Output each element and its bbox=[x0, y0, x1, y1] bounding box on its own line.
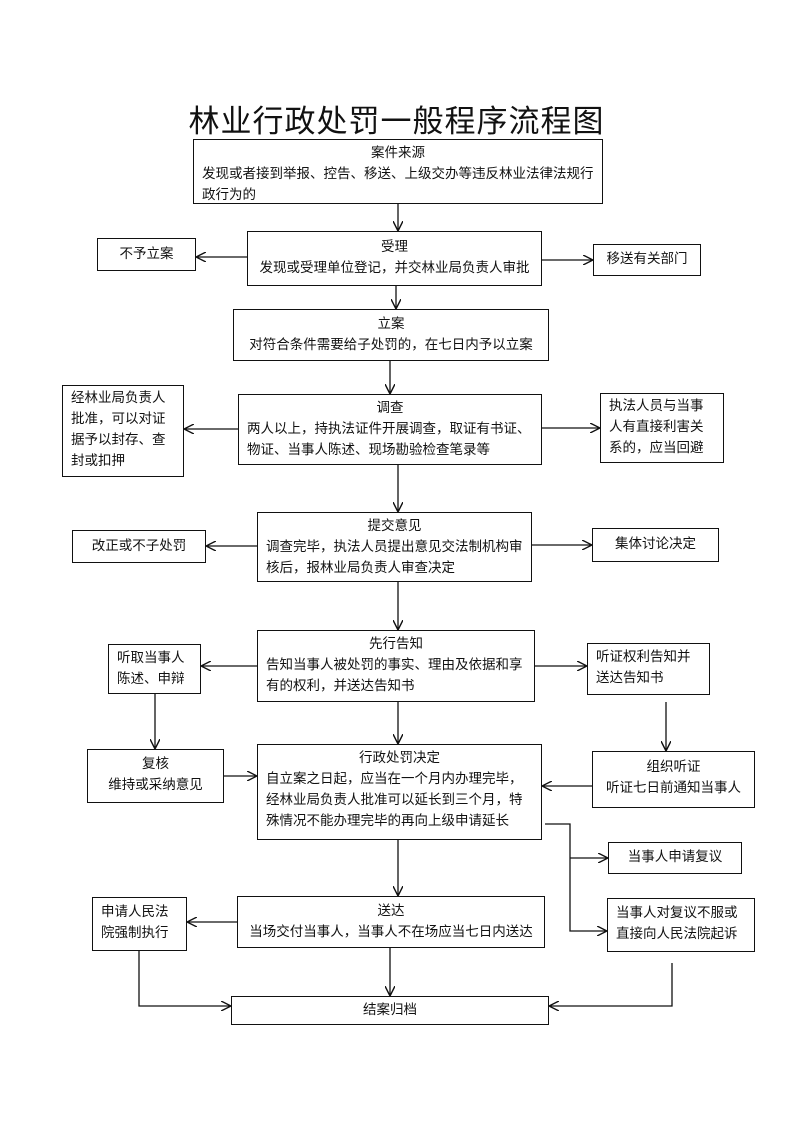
node-prior-notice-heading: 先行告知 bbox=[369, 636, 423, 652]
node-hearing-notice: 听证权利告知并送达告知书 bbox=[587, 643, 710, 695]
diagram-title: 林业行政处罚一般程序流程图 bbox=[188, 104, 605, 140]
node-case-source-body: 发现或者接到举报、控告、移送、上级交办等违反林业法律法规行政行为的 bbox=[202, 166, 594, 203]
node-hear-party-label: 听取当事人陈述、申辩 bbox=[117, 650, 185, 687]
node-penalty-decision-body: 自立案之日起，应当在一个月内办理完毕，经林业局负责人批准可以延长到三个月，特殊情… bbox=[266, 771, 523, 829]
node-penalty-decision-heading: 行政处罚决定 bbox=[359, 750, 440, 766]
node-deliver-body: 当场交付当事人，当事人不在场应当七日内送达 bbox=[249, 924, 533, 940]
node-investigate-body: 两人以上，持执法证件开展调查，取证有书证、物证、当事人陈述、现场勘验检查笔录等 bbox=[247, 421, 531, 458]
node-submit-opinion: 提交意见 调查完毕，执法人员提出意见交法制机构审核后，报林业局负责人审查决定 bbox=[257, 512, 532, 582]
node-sue-label: 当事人对复议不服或直接向人民法院起诉 bbox=[616, 905, 738, 942]
node-submit-opinion-body: 调查完毕，执法人员提出意见交法制机构审核后，报林业局负责人审查决定 bbox=[266, 539, 523, 576]
node-submit-opinion-heading: 提交意见 bbox=[367, 518, 422, 534]
node-court-enforcement-label: 申请人民法院强制执行 bbox=[101, 904, 169, 941]
arrow-sue-to-archive bbox=[550, 963, 673, 1006]
node-seal-evidence-label: 经林业局负责人批准，可以对证据予以封存、查封或扣押 bbox=[71, 390, 166, 469]
node-register-heading: 立案 bbox=[377, 316, 405, 332]
node-collective-decision: 集体讨论决定 bbox=[592, 528, 719, 562]
node-organize-hearing-heading: 组织听证 bbox=[646, 759, 701, 775]
node-organize-hearing-body: 听证七日前通知当事人 bbox=[606, 780, 741, 796]
node-collective-label: 集体讨论决定 bbox=[615, 536, 696, 552]
node-investigate: 调查 两人以上，持执法证件开展调查，取证有书证、物证、当事人陈述、现场勘验检查笔… bbox=[238, 394, 542, 465]
node-case-source: 案件来源 发现或者接到举报、控告、移送、上级交办等违反林业法律法规行政行为的 bbox=[193, 139, 603, 204]
node-review: 复核 维持或采纳意见 bbox=[87, 749, 224, 803]
node-accept-body: 发现或受理单位登记，并交林业局负责人审批 bbox=[259, 260, 530, 276]
node-hear-party: 听取当事人陈述、申辩 bbox=[108, 644, 201, 694]
node-no-case-label: 不予立案 bbox=[119, 246, 174, 262]
node-transfer-label: 移送有关部门 bbox=[606, 251, 688, 267]
arrow-court-to-archive bbox=[138, 951, 230, 1006]
node-prior-notice-body: 告知当事人被处罚的事实、理由及依据和享有的权利，并送达告知书 bbox=[266, 657, 523, 694]
node-organize-hearing: 组织听证 听证七日前通知当事人 bbox=[592, 751, 755, 808]
node-register: 立案 对符合条件需要给子处罚的，在七日内予以立案 bbox=[233, 309, 549, 361]
node-apply-reconsideration-label: 当事人申请复议 bbox=[627, 849, 723, 865]
node-investigate-heading: 调查 bbox=[376, 400, 404, 416]
node-deliver: 送达 当场交付当事人，当事人不在场应当七日内送达 bbox=[237, 896, 545, 948]
node-archive: 结案归档 bbox=[231, 996, 549, 1025]
node-hearing-notice-label: 听证权利告知并送达告知书 bbox=[596, 649, 691, 686]
node-accept: 受理 发现或受理单位登记，并交林业局负责人审批 bbox=[247, 231, 542, 286]
node-correct-label: 改正或不子处罚 bbox=[91, 538, 187, 554]
node-sue: 当事人对复议不服或直接向人民法院起诉 bbox=[607, 898, 755, 952]
node-seal-evidence: 经林业局负责人批准，可以对证据予以封存、查封或扣押 bbox=[62, 385, 184, 477]
node-case-source-heading: 案件来源 bbox=[371, 145, 425, 161]
node-archive-label: 结案归档 bbox=[363, 1002, 417, 1018]
node-deliver-heading: 送达 bbox=[377, 903, 405, 919]
node-transfer-department: 移送有关部门 bbox=[593, 244, 701, 276]
node-accept-heading: 受理 bbox=[381, 239, 408, 255]
arrow-decision-to-reconsider-sue bbox=[545, 823, 606, 931]
node-no-case: 不予立案 bbox=[97, 238, 196, 271]
node-review-heading: 复核 bbox=[142, 756, 169, 772]
node-correct-or-no-penalty: 改正或不子处罚 bbox=[72, 530, 206, 563]
node-review-body: 维持或采纳意见 bbox=[108, 777, 203, 793]
node-court-enforcement: 申请人民法院强制执行 bbox=[92, 897, 187, 951]
node-recusal-label: 执法人员与当事人有直接利害关系的，应当回避 bbox=[609, 398, 704, 456]
node-penalty-decision: 行政处罚决定 自立案之日起，应当在一个月内办理完毕，经林业局负责人批准可以延长到… bbox=[257, 744, 542, 840]
node-prior-notice: 先行告知 告知当事人被处罚的事实、理由及依据和享有的权利，并送达告知书 bbox=[257, 630, 535, 702]
node-apply-reconsideration: 当事人申请复议 bbox=[608, 842, 742, 874]
node-recusal: 执法人员与当事人有直接利害关系的，应当回避 bbox=[600, 393, 724, 463]
node-register-body: 对符合条件需要给子处罚的，在七日内予以立案 bbox=[249, 337, 533, 353]
